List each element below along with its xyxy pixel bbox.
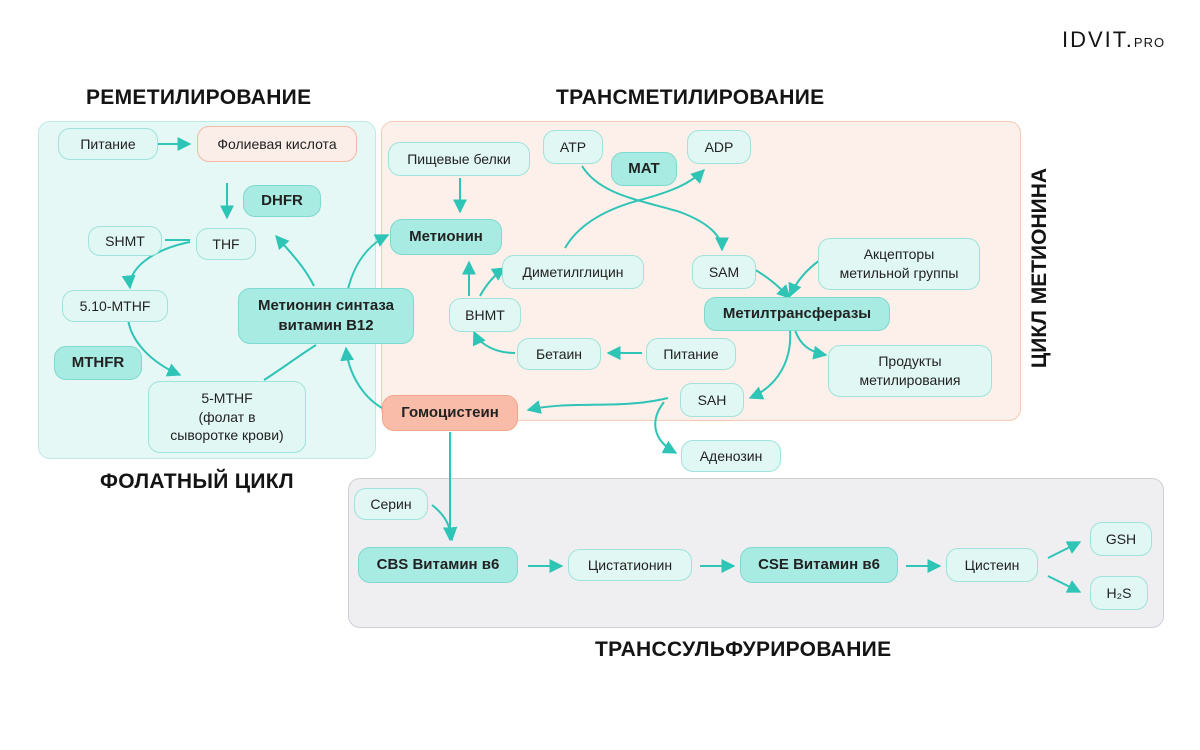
node-mthfr: MTHFR (54, 346, 142, 380)
node-dhfr: DHFR (243, 185, 321, 217)
arrow-sam-to-methyltransferases (751, 267, 791, 299)
arrow-sah-to-adenosine (654, 401, 678, 454)
arrow-cysteine-to-gsh (1047, 541, 1082, 559)
node-bhmt: BHMT (449, 298, 521, 332)
arrow-serine-to-cbs (431, 504, 458, 542)
label-cysteine: Цистеин (964, 556, 1020, 573)
arrow-thf-to-510mthf (121, 241, 191, 290)
label-adenosine: Аденозин (699, 447, 763, 464)
node-adenosine: Аденозин (681, 440, 781, 472)
arrow-homocysteine-to-methionine (340, 346, 383, 409)
label-homocysteine: Гомоцистеин (401, 403, 499, 421)
arrow-synthase-to-thf (275, 234, 315, 287)
node-betaine: Бетаин (517, 338, 601, 370)
node-methionine-synthase: Метионин синтаза витамин B12 (238, 288, 414, 344)
node-atp: ATP (543, 130, 603, 164)
section-title-transmethylation: ТРАНСМЕТИЛИРОВАНИЕ (556, 86, 825, 109)
node-510-mthf: 5.10-MTHF (62, 290, 168, 322)
node-cbs: CBS Витамин в6 (358, 547, 518, 583)
section-title-folate-cycle: ФОЛАТНЫЙ ЦИКЛ (100, 470, 294, 493)
label-methyl-acceptors: Акцепторы метильной группы (839, 246, 959, 281)
arrow-methyltransferases-to-products (794, 329, 828, 360)
arrow-510mthf-to-5mthf (127, 317, 182, 377)
label-mthfr: MTHFR (71, 353, 125, 371)
node-methylation-products: Продукты метилирования (828, 345, 992, 397)
node-cystathionine: Цистатионин (568, 549, 692, 581)
section-title-transsulfuration: ТРАНССУЛЬФУРИРОВАНИЕ (595, 638, 892, 661)
node-methyl-acceptors: Акцепторы метильной группы (818, 238, 980, 290)
node-adp: ADP (687, 130, 751, 164)
arrow-cysteine-to-h2s (1047, 575, 1082, 593)
node-cse: CSE Витамин в6 (740, 547, 898, 583)
node-5-mthf: 5-MTHF (фолат в сыворотке крови) (148, 381, 306, 453)
node-sah: SAH (680, 383, 744, 417)
section-title-remethylation: РЕМЕТИЛИРОВАНИЕ (86, 86, 312, 109)
node-folic-acid: Фолиевая кислота (197, 126, 357, 162)
label-nutrition-betaine: Питание (663, 345, 719, 362)
node-cysteine: Цистеин (946, 548, 1038, 582)
label-sam: SAM (708, 263, 740, 280)
logo-suffix: PRO (1133, 35, 1166, 50)
label-5-mthf: 5-MTHF (фолат в сыворотке крови) (170, 389, 284, 444)
label-dimethylglycine: Диметилглицин (522, 263, 624, 280)
node-methyltransferases: Метилтрансферазы (704, 297, 890, 331)
node-gsh: GSH (1090, 522, 1152, 556)
node-methionine: Метионин (390, 219, 502, 255)
label-dhfr: DHFR (261, 191, 303, 209)
node-serine: Серин (354, 488, 428, 520)
node-food-proteins: Пищевые белки (388, 142, 530, 176)
arrow-methyltransferases-to-sah (748, 329, 792, 400)
arc-5mthf-to-synthase (263, 344, 317, 381)
node-homocysteine: Гомоцистеин (382, 395, 518, 431)
label-food-proteins: Пищевые белки (407, 150, 511, 167)
label-atp: ATP (559, 138, 587, 155)
label-cystathionine: Цистатионин (587, 556, 673, 573)
label-adp: ADP (704, 138, 734, 155)
label-shmt: SHMT (105, 232, 145, 249)
label-h2s: H₂S (1106, 584, 1132, 601)
label-510-mthf: 5.10-MTHF (79, 297, 151, 314)
label-nutrition-folate: Питание (80, 135, 136, 152)
label-methyltransferases: Метилтрансферазы (722, 304, 872, 322)
brand-logo: IDVIT.PRO (1062, 27, 1165, 53)
label-bhmt: BHMT (465, 306, 505, 323)
arrow-atp-to-sam (581, 165, 729, 252)
node-dimethylglycine: Диметилглицин (502, 255, 644, 289)
label-serine: Серин (370, 495, 412, 512)
node-nutrition-folate: Питание (58, 128, 158, 160)
label-mat: MAT (628, 159, 660, 177)
node-shmt: SHMT (88, 226, 162, 256)
label-cbs: CBS Витамин в6 (376, 555, 500, 573)
label-methylation-products: Продукты метилирования (859, 353, 961, 388)
label-gsh: GSH (1105, 530, 1137, 547)
arrow-sah-to-homocysteine (526, 397, 669, 414)
label-methionine-synthase: Метионин синтаза витамин B12 (258, 296, 394, 334)
label-sah: SAH (697, 391, 727, 408)
node-thf: THF (196, 228, 256, 260)
node-mat: MAT (611, 152, 677, 186)
node-h2s: H₂S (1090, 576, 1148, 610)
node-sam: SAM (692, 255, 756, 289)
label-methionine: Метионин (409, 227, 483, 245)
arrow-acceptors-to-methyltransferases (788, 259, 821, 298)
node-nutrition-betaine: Питание (646, 338, 736, 370)
label-betaine: Бетаин (535, 345, 583, 362)
logo-main: IDVIT. (1062, 27, 1134, 52)
arrow-betaine-to-bhmt (472, 330, 516, 354)
label-folic-acid: Фолиевая кислота (217, 135, 337, 152)
label-cse: CSE Витамин в6 (758, 555, 880, 573)
label-thf: THF (212, 235, 240, 252)
